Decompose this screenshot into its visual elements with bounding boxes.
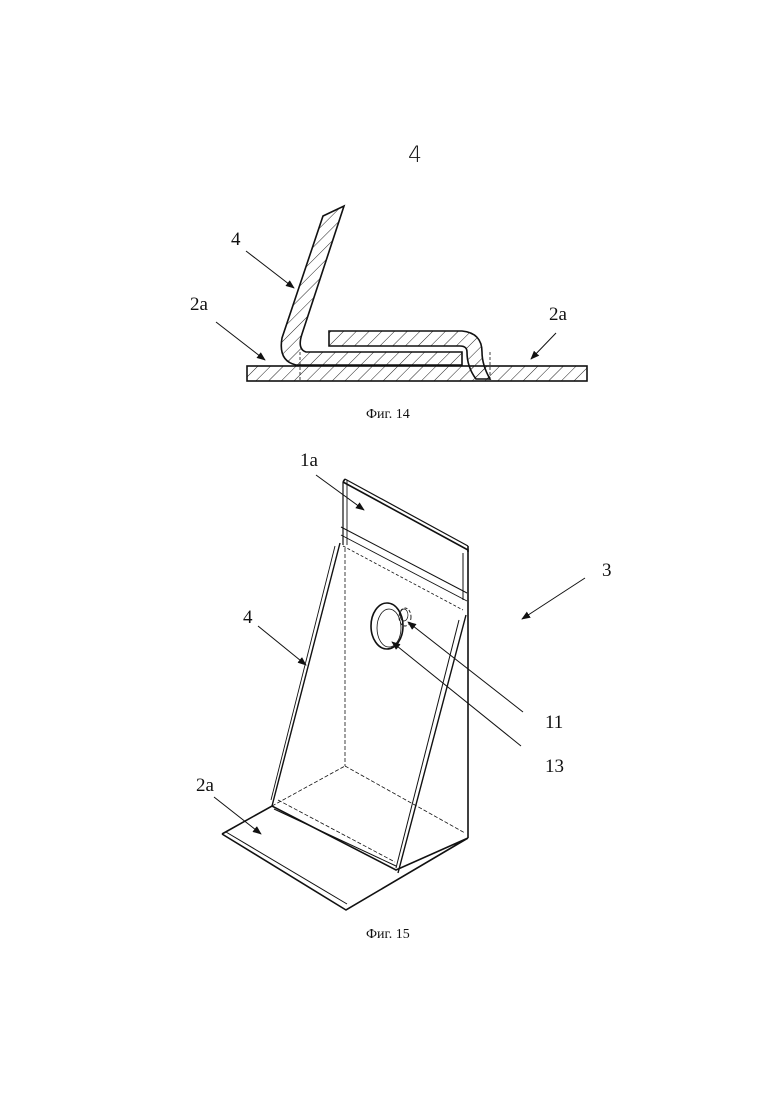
fig15-label-11: 11 (545, 712, 563, 734)
fig15-label-4: 4 (243, 607, 253, 629)
fig15-label-3: 3 (602, 560, 612, 582)
figure-15-caption: Фиг. 15 (366, 927, 410, 943)
fig15-label-2a: 2a (196, 775, 214, 797)
inclined-plate-outline (272, 543, 340, 806)
fig15-label-1a: 1a (300, 450, 318, 472)
base-plate-outline (222, 806, 468, 910)
mounting-hole (371, 603, 403, 649)
fig15-label-13: 13 (545, 756, 564, 778)
